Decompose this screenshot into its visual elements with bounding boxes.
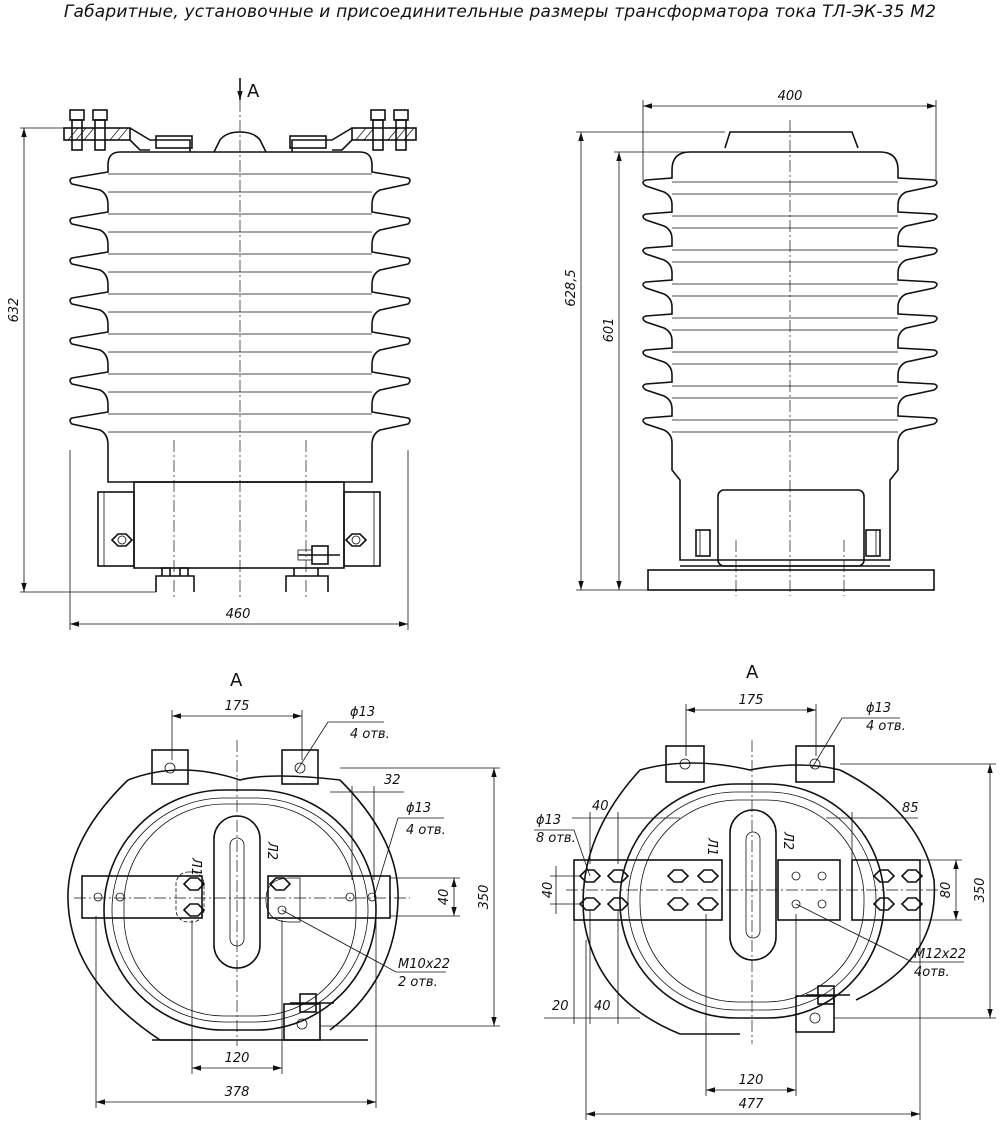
front-body-lines	[108, 173, 372, 433]
view-a-left-hole-dia-2: ϕ13	[406, 801, 431, 816]
side-dim-400: 400	[778, 89, 803, 104]
drawing-title: Габаритные, установочные и присоединител…	[63, 2, 937, 22]
view-a-left-label: А	[230, 670, 243, 691]
view-a-left-dim-40: 40	[437, 889, 452, 906]
view-a-left-terminal-1: Л1	[188, 857, 203, 876]
view-a-left-thread: М10х22	[398, 957, 450, 972]
view-a-right: А	[534, 662, 996, 1120]
view-a-right-dim-477: 477	[739, 1097, 765, 1112]
view-a-right-label: А	[746, 662, 759, 683]
front-body-outline	[69, 151, 411, 483]
view-a-right-thread: М12х22	[914, 947, 966, 962]
view-a-right-dim-40-bottom: 40	[594, 999, 611, 1014]
side-view: 400 628,5 601	[564, 89, 938, 596]
view-a-right-dim-80: 80	[939, 882, 954, 899]
front-dim-632: 632	[7, 298, 22, 323]
view-a-left-dim-32: 32	[384, 773, 401, 788]
view-a-left-dim-350: 350	[477, 885, 492, 910]
view-a-left-hole-count-2: 4 отв.	[406, 823, 446, 838]
view-a-right-dim-40-top: 40	[592, 799, 609, 814]
view-a-right-dim-85: 85	[902, 801, 919, 816]
view-a-left-hole-dia: ϕ13	[350, 705, 375, 720]
view-a-left-terminal-2: Л2	[264, 841, 279, 860]
view-a-right-dim-175: 175	[739, 693, 764, 708]
view-a-right-terminal-2: Л2	[780, 831, 795, 850]
view-a-right-hole-count-2: 8 отв.	[536, 831, 576, 846]
side-dim-628-5: 628,5	[564, 269, 579, 306]
front-view: А	[7, 78, 417, 630]
view-a-right-dim-20: 20	[552, 999, 569, 1014]
front-arrow-label: А	[247, 81, 260, 102]
view-a-left: А Л1 Л2	[67, 670, 500, 1108]
view-a-left-dim-175: 175	[225, 699, 250, 714]
view-a-right-hole-dia-2: ϕ13	[536, 813, 561, 828]
side-body-outline	[642, 151, 938, 561]
front-dim-460: 460	[226, 607, 251, 622]
view-a-right-thread-count: 4отв.	[914, 965, 950, 980]
view-a-right-dim-40-side: 40	[541, 882, 556, 899]
view-a-right-terminal-1: Л1	[704, 837, 719, 856]
view-a-left-dim-120: 120	[225, 1051, 250, 1066]
view-a-right-dim-120: 120	[739, 1073, 764, 1088]
front-terminal-bars	[63, 109, 417, 153]
view-a-left-hole-count: 4 отв.	[350, 727, 390, 742]
view-a-right-dim-350: 350	[973, 878, 988, 903]
front-base	[97, 481, 381, 592]
view-a-left-thread-count: 2 отв.	[398, 975, 438, 990]
view-a-right-hole-count: 4 отв.	[866, 719, 906, 734]
view-a-left-dim-378: 378	[225, 1085, 250, 1100]
view-a-right-hole-dia: ϕ13	[866, 701, 891, 716]
side-dim-601: 601	[602, 318, 617, 343]
